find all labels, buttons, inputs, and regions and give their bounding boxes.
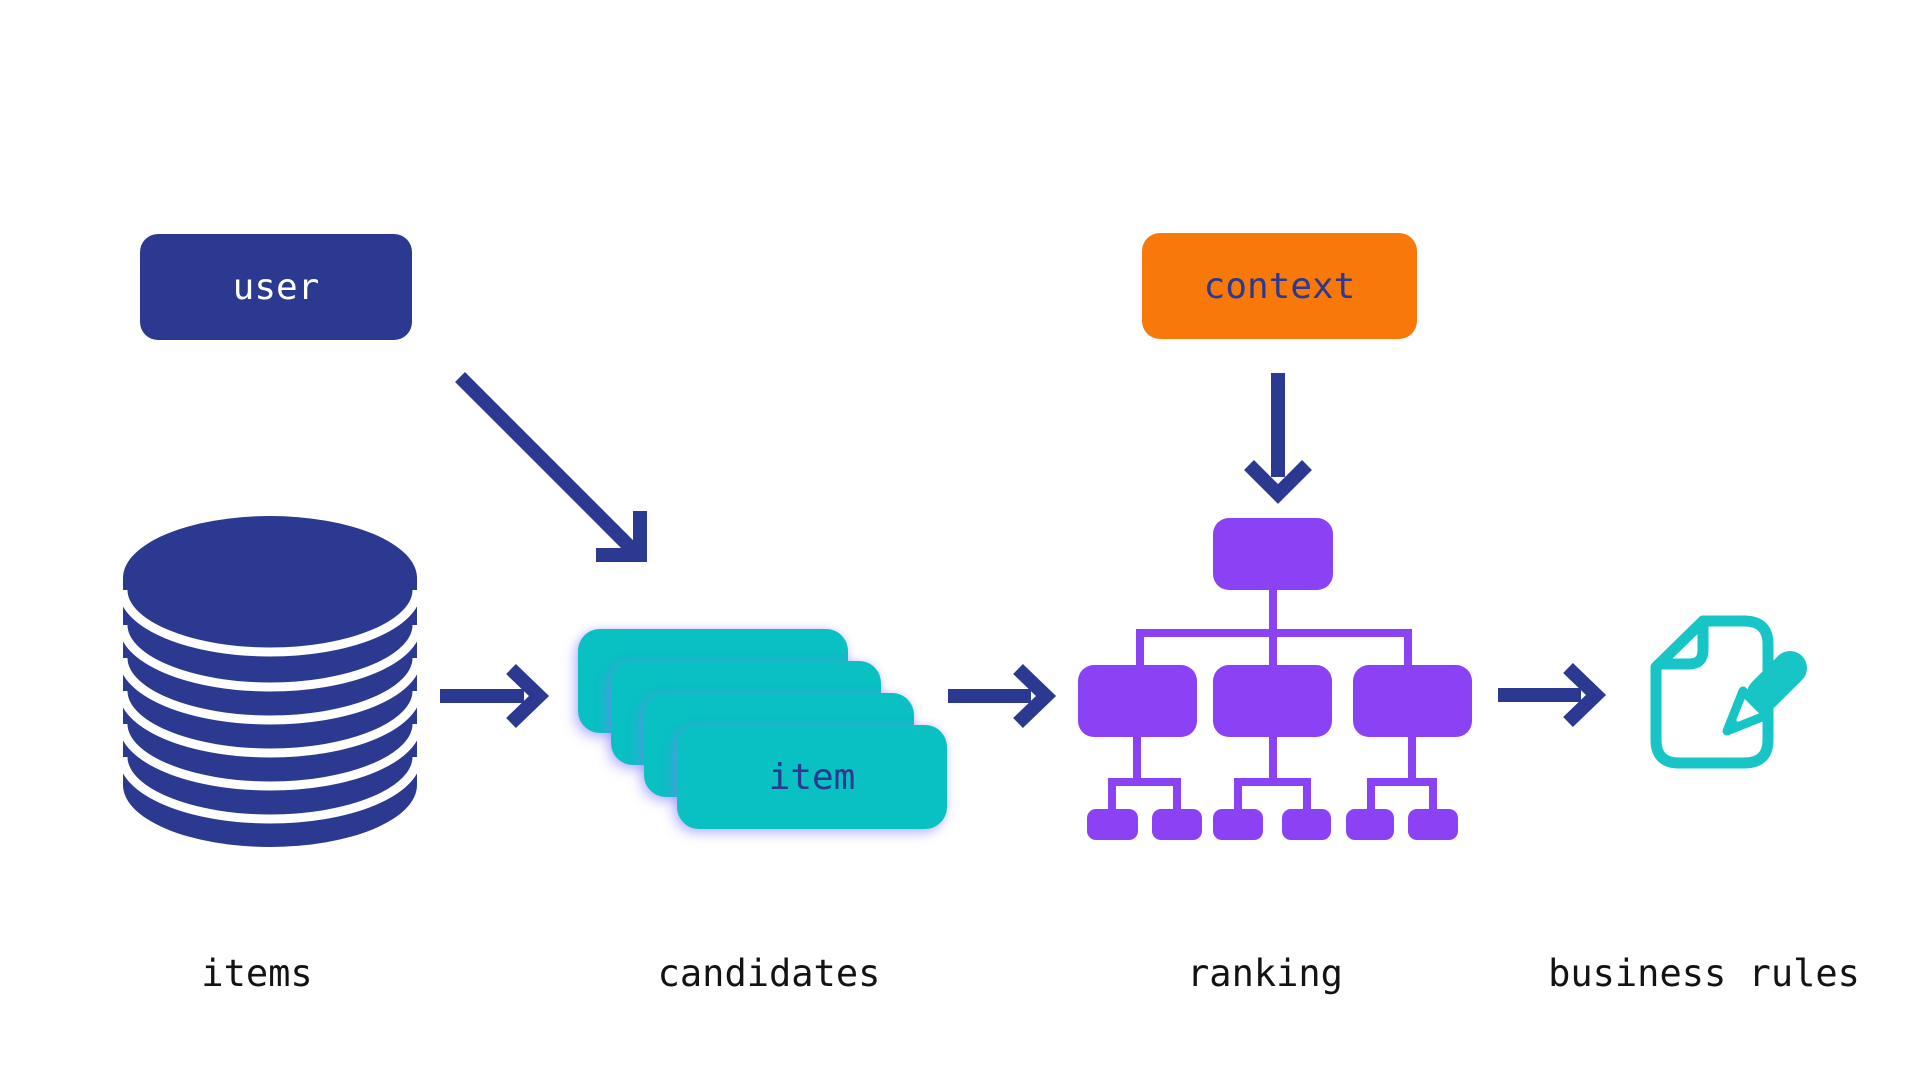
tree-leaf-node	[1087, 809, 1138, 840]
item-card-label: item	[768, 756, 856, 798]
tree-leaf-node	[1152, 809, 1202, 840]
tree-leaf-node	[1213, 809, 1263, 840]
ranking-tree-icon	[1078, 518, 1472, 840]
tree-root-node	[1213, 518, 1333, 590]
stage-label-candidates: candidates	[657, 952, 881, 995]
document-fold-crease	[1653, 617, 1709, 670]
context-node: context	[1142, 233, 1417, 339]
arrow-items-to-candidates-icon	[440, 663, 550, 729]
tree-leaf-node	[1408, 809, 1458, 840]
item-card-front: item	[677, 725, 947, 829]
stage-label-items: items	[201, 952, 313, 995]
tree-mid-node	[1213, 665, 1332, 737]
arrow-ranking-to-rules-icon	[1498, 662, 1607, 728]
tree-leaf-node	[1282, 809, 1331, 840]
user-node-label: user	[232, 266, 320, 308]
stage-label-ranking: ranking	[1187, 952, 1343, 995]
pencil-body	[1747, 651, 1807, 711]
context-node-label: context	[1203, 265, 1356, 307]
pencil-tip	[1727, 717, 1741, 731]
tree-leaf-node	[1346, 809, 1394, 840]
arrow-candidates-to-ranking-icon	[948, 663, 1057, 729]
database-icon	[118, 516, 422, 847]
tree-mid-node	[1078, 665, 1197, 737]
stage-label-business-rules: business rules	[1548, 952, 1860, 995]
tree-mid-node	[1353, 665, 1472, 737]
arrow-context-to-ranking-icon	[1244, 373, 1312, 504]
document-pencil-icon	[1650, 615, 1807, 769]
database-cylinder-body	[123, 516, 417, 847]
arrow-user-to-candidates-icon	[455, 372, 647, 562]
user-node: user	[140, 234, 412, 340]
